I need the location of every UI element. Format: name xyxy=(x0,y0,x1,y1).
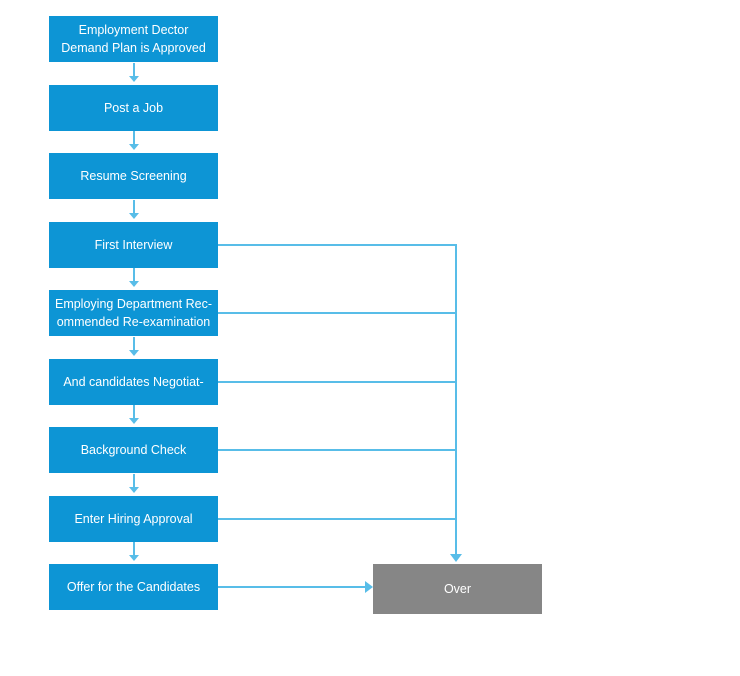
arrowhead-down-icon xyxy=(450,554,462,562)
down-arrow-icon xyxy=(128,268,140,288)
down-arrow-icon xyxy=(128,337,140,357)
arrow-line xyxy=(133,405,135,418)
connector-first-interview-to-rail xyxy=(218,244,457,246)
rail-line xyxy=(455,244,457,554)
down-arrow-icon xyxy=(128,63,140,83)
step-box-offer: Offer for the Candidates xyxy=(49,564,218,610)
arrowhead-down-icon xyxy=(129,350,139,356)
connector-hiring-approval-to-rail xyxy=(218,518,457,520)
arrow-line xyxy=(133,474,135,487)
step-label: Resume Screening xyxy=(80,168,187,183)
step-label: Post a Job xyxy=(103,100,164,115)
arrow-line xyxy=(133,337,135,350)
arrowhead-right-icon xyxy=(365,581,373,593)
step-box-demand-plan: Employment Dector Demand Plan is Approve… xyxy=(49,16,218,62)
arrow-line xyxy=(133,63,135,76)
step-box-first-interview: First Interview xyxy=(49,222,218,268)
end-box-label: Over xyxy=(443,581,472,596)
step-label: Employment Dector Demand Plan is Approve… xyxy=(61,22,206,55)
step-label: Employing Department Rec- ommended Re-ex… xyxy=(54,296,212,329)
down-arrow-icon xyxy=(128,200,140,220)
arrowhead-down-icon xyxy=(129,555,139,561)
arrowhead-down-icon xyxy=(129,213,139,219)
end-box-over: Over xyxy=(373,564,542,614)
arrowhead-down-icon xyxy=(129,281,139,287)
step-label: Background Check xyxy=(80,442,187,457)
step-box-negotiate: And candidates Negotiat- xyxy=(49,359,218,405)
down-arrow-icon xyxy=(128,542,140,562)
step-label: Enter Hiring Approval xyxy=(74,511,193,526)
connector-offer-to-end xyxy=(218,586,365,588)
step-box-resume-screening: Resume Screening xyxy=(49,153,218,199)
step-label: And candidates Negotiat- xyxy=(63,374,204,389)
connector-negotiate-to-rail xyxy=(218,381,457,383)
arrow-line xyxy=(133,200,135,213)
connector-background-check-to-rail xyxy=(218,449,457,451)
arrow-line xyxy=(133,268,135,281)
arrowhead-down-icon xyxy=(129,144,139,150)
step-label: Offer for the Candidates xyxy=(66,579,201,594)
arrowhead-down-icon xyxy=(129,418,139,424)
connector-reexamination-to-rail xyxy=(218,312,457,314)
step-box-background-check: Background Check xyxy=(49,427,218,473)
step-box-hiring-approval: Enter Hiring Approval xyxy=(49,496,218,542)
arrow-line xyxy=(133,542,135,555)
arrowhead-down-icon xyxy=(129,487,139,493)
arrow-line xyxy=(133,131,135,144)
step-label: First Interview xyxy=(94,237,173,252)
arrowhead-down-icon xyxy=(129,76,139,82)
step-box-reexamination: Employing Department Rec- ommended Re-ex… xyxy=(49,290,218,336)
step-box-post-a-job: Post a Job xyxy=(49,85,218,131)
down-arrow-icon xyxy=(128,131,140,151)
down-arrow-icon xyxy=(128,474,140,494)
down-arrow-icon xyxy=(128,405,140,425)
